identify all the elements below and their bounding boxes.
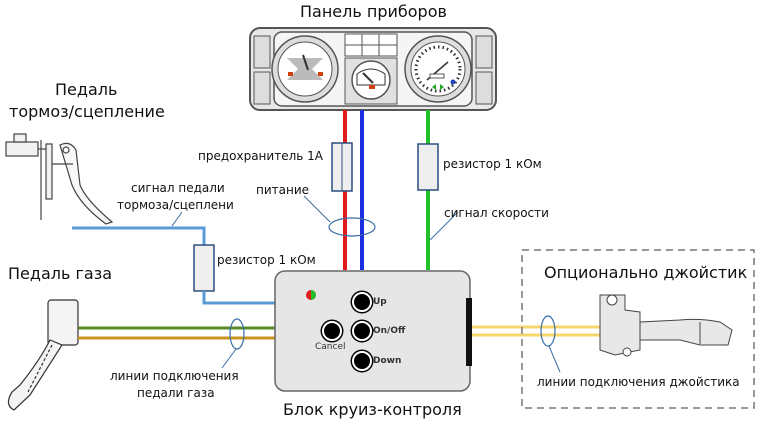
cancel-button-label: Cancel [315,342,346,352]
brake-signal-label-line1: сигнал педали [131,181,225,195]
gas-pedal-title: Педаль газа [8,264,113,283]
cruise-control-block [274,270,472,392]
up-button-label: Up [373,297,387,307]
gas-lines-label-line2: педали газа [137,386,215,400]
brake-pedal-title-line2: тормоз/сцепление [9,102,165,121]
instrument-panel-title: Панель приборов [300,2,447,21]
down-button-label: Down [373,356,402,366]
speed-resistor [417,143,439,191]
fuse-label: предохранитель 1А [198,149,323,163]
optional-joystick-title: Опционально джойстик [544,263,748,282]
up-button[interactable] [352,292,372,312]
gas-pedal-image [7,299,79,411]
down-button[interactable] [352,351,372,371]
speed-signal-label: сигнал скорости [444,206,549,220]
power-label: питание [256,183,310,197]
brake-resistor [193,244,215,292]
brake-signal-label-line2: тормоза/сцеплени [117,198,234,212]
joystick-image [599,294,733,357]
cancel-button[interactable] [322,321,342,341]
brake-pedal-image [5,133,114,225]
on-off-button[interactable] [352,321,372,341]
joystick-lines-label: линии подключения джойстика [537,375,740,389]
instrument-panel [249,27,497,111]
brake-pedal-title-line1: Педаль [55,80,118,99]
brake-resistor-label: резистор 1 кОм [217,253,316,267]
on-off-button-label: On/Off [373,326,406,336]
speed-resistor-label: резистор 1 кОм [443,157,542,171]
gas-lines-label-line1: линии подключения [110,369,239,383]
optional-joystick-box [521,249,755,409]
cruise-block-title: Блок круиз-контроля [283,400,462,419]
